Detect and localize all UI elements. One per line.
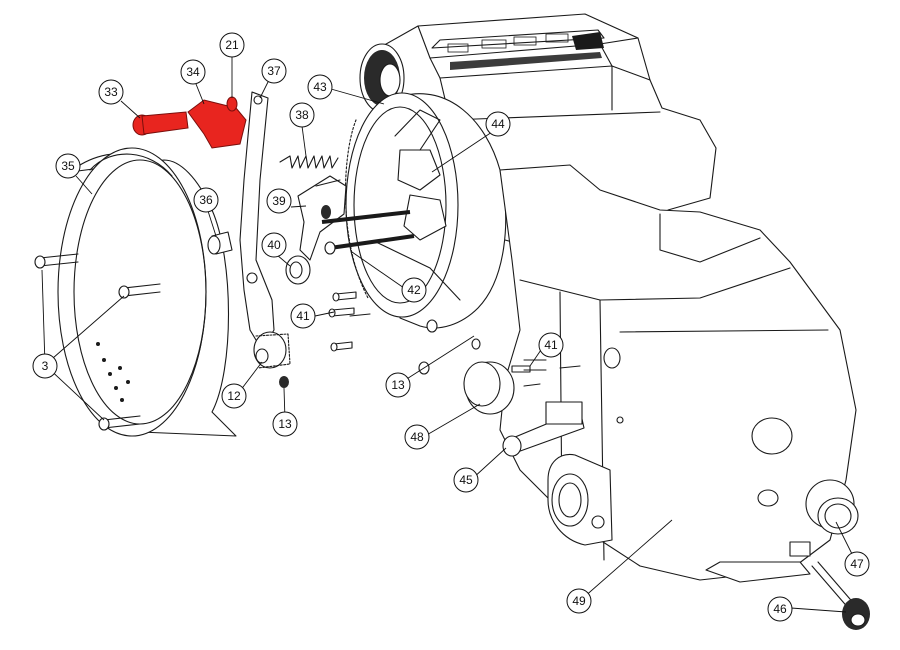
callout-36: 36 [193, 187, 219, 213]
callout-21: 21 [219, 32, 245, 58]
svg-text:13: 13 [278, 417, 292, 431]
svg-text:38: 38 [295, 108, 309, 122]
part-37-lever [239, 91, 275, 351]
svg-text:37: 37 [267, 64, 281, 78]
callout-13-right: 13 [385, 372, 411, 398]
svg-text:41: 41 [296, 309, 310, 323]
svg-text:49: 49 [572, 594, 586, 608]
svg-text:40: 40 [267, 238, 281, 252]
callout-42: 42 [401, 277, 427, 303]
part-40-bushing [285, 255, 311, 285]
housing [344, 13, 857, 583]
part-42-screws [321, 210, 415, 255]
svg-text:41: 41 [544, 338, 558, 352]
part-41-screws-right [511, 365, 541, 387]
callout-41-left: 41 [290, 303, 316, 329]
part-34-bracket [187, 99, 247, 149]
svg-text:47: 47 [850, 557, 864, 571]
callout-43: 43 [307, 74, 333, 100]
part-35-cover [57, 147, 237, 437]
svg-text:12: 12 [227, 389, 241, 403]
part-38-spring [279, 155, 339, 169]
callout-45: 45 [453, 467, 479, 493]
part-41-screws-left [328, 291, 371, 352]
svg-text:39: 39 [272, 194, 286, 208]
callout-46: 46 [767, 596, 793, 622]
callout-48: 48 [404, 424, 430, 450]
part-45-bolt [502, 401, 585, 457]
part-21-pin [226, 96, 238, 112]
part-13-setscrew [279, 376, 289, 388]
callout-33: 33 [98, 79, 124, 105]
svg-text:35: 35 [61, 159, 75, 173]
part-46-knob [789, 541, 870, 630]
part-48-knob [463, 361, 515, 415]
svg-text:42: 42 [407, 283, 421, 297]
part-39-block [297, 175, 347, 261]
callout-13-left: 13 [272, 411, 298, 437]
callout-41-right: 41 [538, 332, 564, 358]
part-12-gear [253, 331, 291, 369]
highlighted-parts [132, 96, 247, 149]
svg-text:3: 3 [42, 359, 49, 373]
svg-text:44: 44 [491, 117, 505, 131]
svg-text:34: 34 [186, 65, 200, 79]
part-3-screws [34, 253, 161, 431]
callout-44: 44 [485, 111, 511, 137]
svg-text:21: 21 [225, 38, 239, 52]
part-33-screw [132, 111, 189, 136]
svg-text:13: 13 [391, 378, 405, 392]
callout-37: 37 [261, 58, 287, 84]
part-36-pin [207, 231, 233, 255]
callout-38: 38 [289, 102, 315, 128]
svg-text:36: 36 [199, 193, 213, 207]
leader-lines [41, 56, 857, 613]
callout-49: 49 [566, 588, 592, 614]
svg-text:45: 45 [459, 473, 473, 487]
callout-40: 40 [261, 232, 287, 258]
callout-3: 3 [32, 353, 58, 379]
callout-47: 47 [844, 551, 870, 577]
svg-text:43: 43 [313, 80, 327, 94]
callout-39: 39 [266, 188, 292, 214]
svg-text:46: 46 [773, 602, 787, 616]
callout-balloons: 33 34 21 37 43 38 44 35 36 39 40 42 41 4… [32, 32, 870, 622]
callout-12: 12 [221, 383, 247, 409]
callout-34: 34 [180, 59, 206, 85]
svg-text:48: 48 [410, 430, 424, 444]
part-47-cap [805, 479, 859, 535]
svg-text:33: 33 [104, 85, 118, 99]
callout-35: 35 [55, 153, 81, 179]
